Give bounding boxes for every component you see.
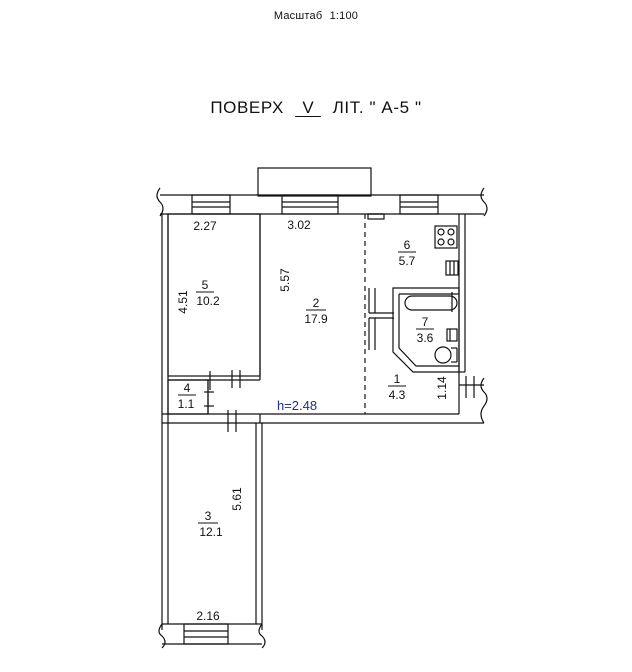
scale-value: 1:100 (329, 10, 359, 22)
dim-room5-top: 2.27 (193, 219, 217, 233)
bottom-window (183, 623, 229, 645)
dimension-labels: 2.27 3.02 4.51 5.57 5.61 2.16 1.14 h=2.4… (176, 218, 449, 623)
floor-prefix: ПОВЕРХ (210, 98, 284, 117)
top-windows (191, 194, 439, 215)
floor-number: V (295, 99, 322, 117)
dim-room3-bottom: 2.16 (196, 609, 220, 623)
lit-label: ЛІТ. " А-5 " (332, 98, 422, 117)
dim-room2-side: 5.57 (278, 268, 292, 292)
scale-caption: Масштаб 1:100 (0, 10, 632, 22)
room-2-number: 2 (313, 296, 320, 310)
room-5-number: 5 (202, 278, 209, 292)
room-7-number: 7 (422, 315, 429, 329)
dim-room2-top: 3.02 (287, 218, 311, 232)
room-4-area: 1.1 (178, 397, 195, 411)
stove-icon (434, 225, 458, 249)
toilet (434, 346, 452, 364)
dim-room5-side: 4.51 (176, 290, 190, 314)
dim-corridor-side: 1.14 (435, 376, 449, 400)
room-1-area: 4.3 (389, 388, 406, 402)
bathroom-outline (392, 287, 460, 373)
room-6-number: 6 (404, 238, 411, 252)
partition (368, 288, 394, 350)
room-5-area: 10.2 (196, 294, 220, 308)
bathtub (404, 295, 458, 311)
bay-window (257, 167, 372, 197)
bath-tap (446, 328, 458, 342)
room-1-number: 1 (394, 372, 401, 386)
room-6-area: 5.7 (399, 254, 416, 268)
ceiling-height: h=2.48 (277, 398, 317, 413)
room-2-area: 17.9 (304, 312, 328, 326)
room-7-area: 3.6 (417, 331, 434, 345)
room-3-number: 3 (205, 509, 212, 523)
room-4-number: 4 (184, 381, 191, 395)
sink-icon (445, 260, 459, 276)
scale-label: Масштаб (273, 10, 323, 22)
floor-title: ПОВЕРХ V ЛІТ. " А-5 " (0, 98, 632, 118)
room-labels: 5 10.2 2 17.9 6 5.7 7 3.6 1 4.3 4 1.1 3 … (178, 238, 434, 539)
kitchen-vent (367, 213, 385, 220)
room-3-area: 12.1 (199, 525, 223, 539)
dim-room3-side: 5.61 (230, 487, 244, 511)
